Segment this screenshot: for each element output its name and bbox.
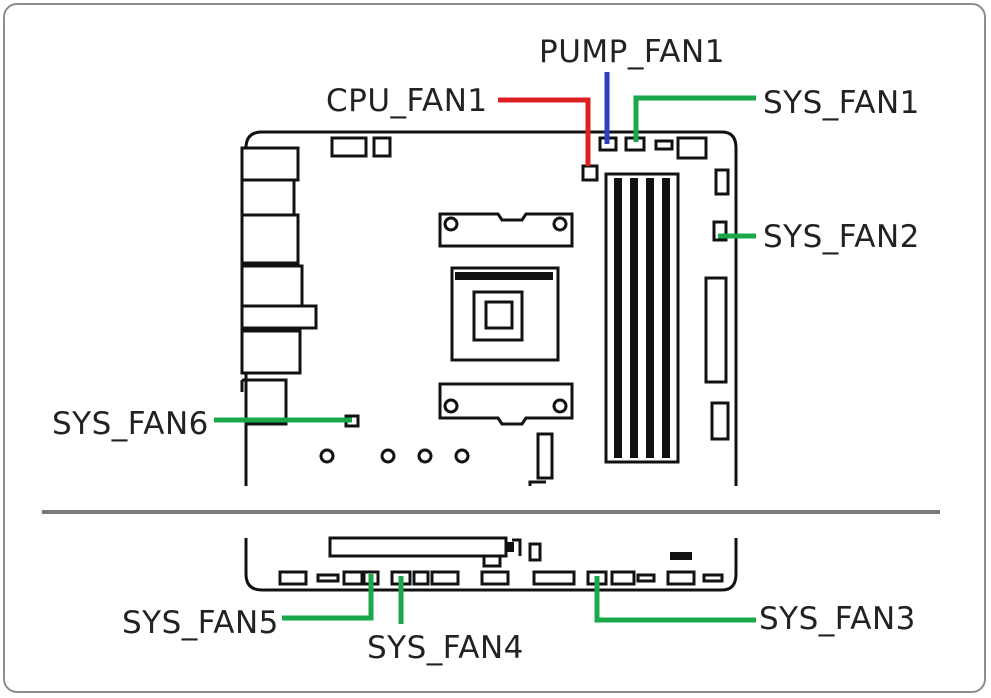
cpu-socket bbox=[438, 212, 574, 426]
cpu-fan1-callout-line bbox=[498, 97, 591, 166]
board-lower bbox=[244, 536, 738, 592]
sys-fan3-label: SYS_FAN3 bbox=[759, 601, 916, 637]
pcie-slot bbox=[328, 536, 508, 558]
sys-fan6-label: SYS_FAN6 bbox=[52, 406, 209, 442]
board-upper bbox=[240, 130, 738, 486]
cpu-fan1-header bbox=[581, 164, 599, 182]
top-header-a bbox=[330, 136, 368, 158]
board-outline-lower bbox=[244, 538, 738, 592]
board-outline-upper bbox=[244, 130, 738, 486]
bottom-header-row bbox=[278, 554, 724, 586]
sys-fan5-callout-line bbox=[282, 574, 374, 621]
lower-jumper bbox=[670, 552, 692, 560]
mount-hole bbox=[454, 448, 470, 464]
sys-fan4-label: SYS_FAN4 bbox=[367, 630, 524, 666]
mount-hole bbox=[319, 448, 335, 464]
mount-hole bbox=[380, 448, 396, 464]
mount-hole bbox=[417, 448, 433, 464]
top-header-c bbox=[676, 136, 708, 160]
sys-fan5-label: SYS_FAN5 bbox=[122, 605, 279, 641]
pump-fan1-label: PUMP_FAN1 bbox=[539, 34, 725, 70]
top-header-d bbox=[654, 139, 674, 151]
dimm-slots bbox=[604, 172, 680, 464]
rear-io-stack bbox=[240, 146, 318, 426]
atx-power-connector bbox=[704, 276, 728, 384]
sys-fan1-callout-line bbox=[633, 95, 756, 142]
sys-fan3-callout-line bbox=[594, 576, 756, 623]
cpu-fan1-label: CPU_FAN1 bbox=[326, 83, 488, 119]
right-header-b bbox=[710, 401, 730, 441]
sys-fan1-label: SYS_FAN1 bbox=[763, 85, 920, 121]
sys-fan2-label: SYS_FAN2 bbox=[763, 219, 920, 255]
top-header-b bbox=[372, 136, 392, 158]
right-header-a bbox=[714, 168, 730, 196]
center-header bbox=[536, 432, 554, 480]
